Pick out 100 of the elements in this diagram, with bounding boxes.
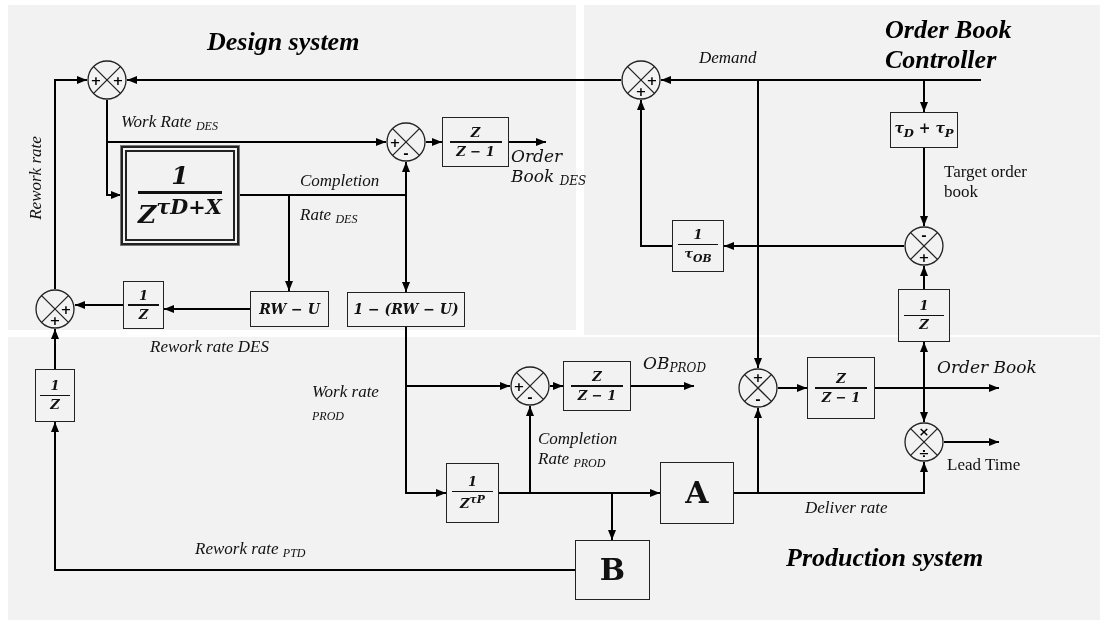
- signal-arrow: [74, 301, 124, 309]
- block-label: RW − U: [259, 301, 320, 317]
- edge-label: Target order book: [944, 162, 1028, 203]
- transfer-function-block: [898, 289, 950, 342]
- signal-arrow: [874, 387, 928, 423]
- transfer-function-block: [347, 292, 465, 327]
- signal-arrow: [920, 147, 928, 227]
- numerator: 1: [919, 299, 929, 313]
- signal-arrow: [498, 492, 616, 541]
- denominator: Z − 1: [456, 144, 495, 159]
- sign-symbol: ×: [918, 424, 930, 438]
- block-label: A: [685, 477, 709, 509]
- sign-symbol: -: [403, 146, 409, 160]
- numerator: 1: [171, 162, 189, 189]
- edge-label: Order Book: [937, 357, 1037, 378]
- transfer-function-block: [563, 361, 631, 411]
- edge-label: OB$_{PROD}$: [643, 353, 706, 376]
- sign-symbol: -: [921, 228, 927, 242]
- block-label: 1 − (RW − U): [353, 302, 459, 317]
- sign-symbol: +: [389, 135, 401, 149]
- signal-arrow: [943, 438, 1000, 446]
- summing-junction: [35, 289, 75, 329]
- signal-arrow: [733, 461, 928, 494]
- sign-symbol: +: [49, 313, 61, 327]
- sign-symbol: -: [527, 390, 533, 404]
- edge-label: Demand: [699, 48, 757, 69]
- sign-symbol: +: [112, 73, 124, 87]
- panel-title: Design system: [207, 27, 361, 57]
- transfer-function-block: [442, 117, 509, 167]
- sign-symbol: +: [513, 379, 525, 393]
- signal-arrow: [425, 138, 443, 146]
- sign-symbol: +: [646, 73, 658, 87]
- panel-title: Production system: [786, 543, 985, 573]
- transfer-function-block: [121, 146, 239, 245]
- sign-symbol: +: [90, 73, 102, 87]
- edge-label: Rework rate: [25, 136, 46, 220]
- edge-label: Completion Rate $_{DES}$: [300, 170, 381, 228]
- signal-label: Rework rate DES: [150, 337, 269, 357]
- signal-arrow: [126, 76, 622, 84]
- edge-label: Deliver rate: [805, 498, 888, 519]
- summing-junction: [904, 226, 944, 266]
- panel-title: Order Book Controller: [885, 15, 1013, 75]
- summing-junction: [621, 60, 661, 100]
- sign-symbol: +: [918, 250, 930, 264]
- edge-label: Lead Time: [947, 455, 1021, 476]
- transfer-function-block: [672, 220, 724, 272]
- denominator: Z: [919, 318, 929, 332]
- denominator: Z$^{τD+X}$: [138, 195, 222, 229]
- numerator: 1: [138, 288, 148, 303]
- numerator: Z: [836, 371, 846, 386]
- sign-symbol: +: [752, 370, 764, 384]
- signal-arrow: [51, 421, 576, 571]
- signal-arrow: [54, 76, 88, 290]
- summing-junction: [386, 122, 426, 162]
- signal-arrow: [777, 384, 808, 392]
- signal-arrow: [163, 305, 251, 313]
- numerator: 1: [693, 227, 703, 242]
- summing-junction: [87, 60, 127, 100]
- denominator: Z: [138, 307, 149, 322]
- transfer-function-block: [123, 281, 164, 329]
- denominator: Z$^{τP}$: [460, 494, 485, 512]
- edge-label: Order Book $_{DES}$: [511, 146, 588, 189]
- signal-arrow: [723, 242, 905, 250]
- block-label: B: [599, 554, 626, 586]
- numerator: 1: [50, 379, 60, 393]
- sign-symbol: +: [60, 302, 72, 316]
- transfer-function-block: [807, 357, 875, 419]
- signal-arrow: [51, 328, 59, 370]
- sign-symbol: +: [635, 84, 647, 98]
- edge-label: Rework rate $_{PTD}$: [195, 539, 306, 561]
- process-block: [575, 540, 650, 600]
- numerator: Z: [592, 369, 602, 384]
- transfer-function-block: [890, 112, 958, 148]
- transfer-function-block: [35, 369, 75, 422]
- signal-arrow: [637, 99, 673, 247]
- transfer-function-block: [446, 463, 499, 523]
- block-label: τ$_{D}$ + τ$_{P}$: [894, 120, 954, 139]
- denominator: Z − 1: [821, 390, 861, 405]
- sign-symbol: ÷: [918, 446, 930, 460]
- system-panel: [8, 337, 1100, 620]
- sign-symbol: -: [755, 392, 761, 406]
- edge-label: Completion Rate $_{PROD}$: [538, 429, 619, 471]
- process-block: [660, 462, 734, 524]
- signal-arrow: [106, 99, 122, 199]
- transfer-function-block: [250, 291, 329, 327]
- edge-label: Work Rate $_{DES}$: [121, 112, 218, 134]
- signal-arrow: [238, 194, 410, 293]
- signal-arrow: [549, 382, 564, 390]
- denominator: τ$_{OB}$: [684, 247, 712, 265]
- numerator: Z: [470, 125, 481, 140]
- denominator: Z − 1: [577, 388, 617, 403]
- summing-junction: [510, 366, 550, 406]
- numerator: 1: [467, 474, 477, 489]
- denominator: Z: [50, 398, 60, 412]
- multiplier-junction: [904, 422, 944, 462]
- system-panel: [584, 5, 1100, 335]
- signal-arrow: [508, 138, 547, 146]
- signal-arrow: [630, 382, 695, 390]
- summing-junction: [738, 368, 778, 408]
- signal-arrow: [920, 265, 928, 290]
